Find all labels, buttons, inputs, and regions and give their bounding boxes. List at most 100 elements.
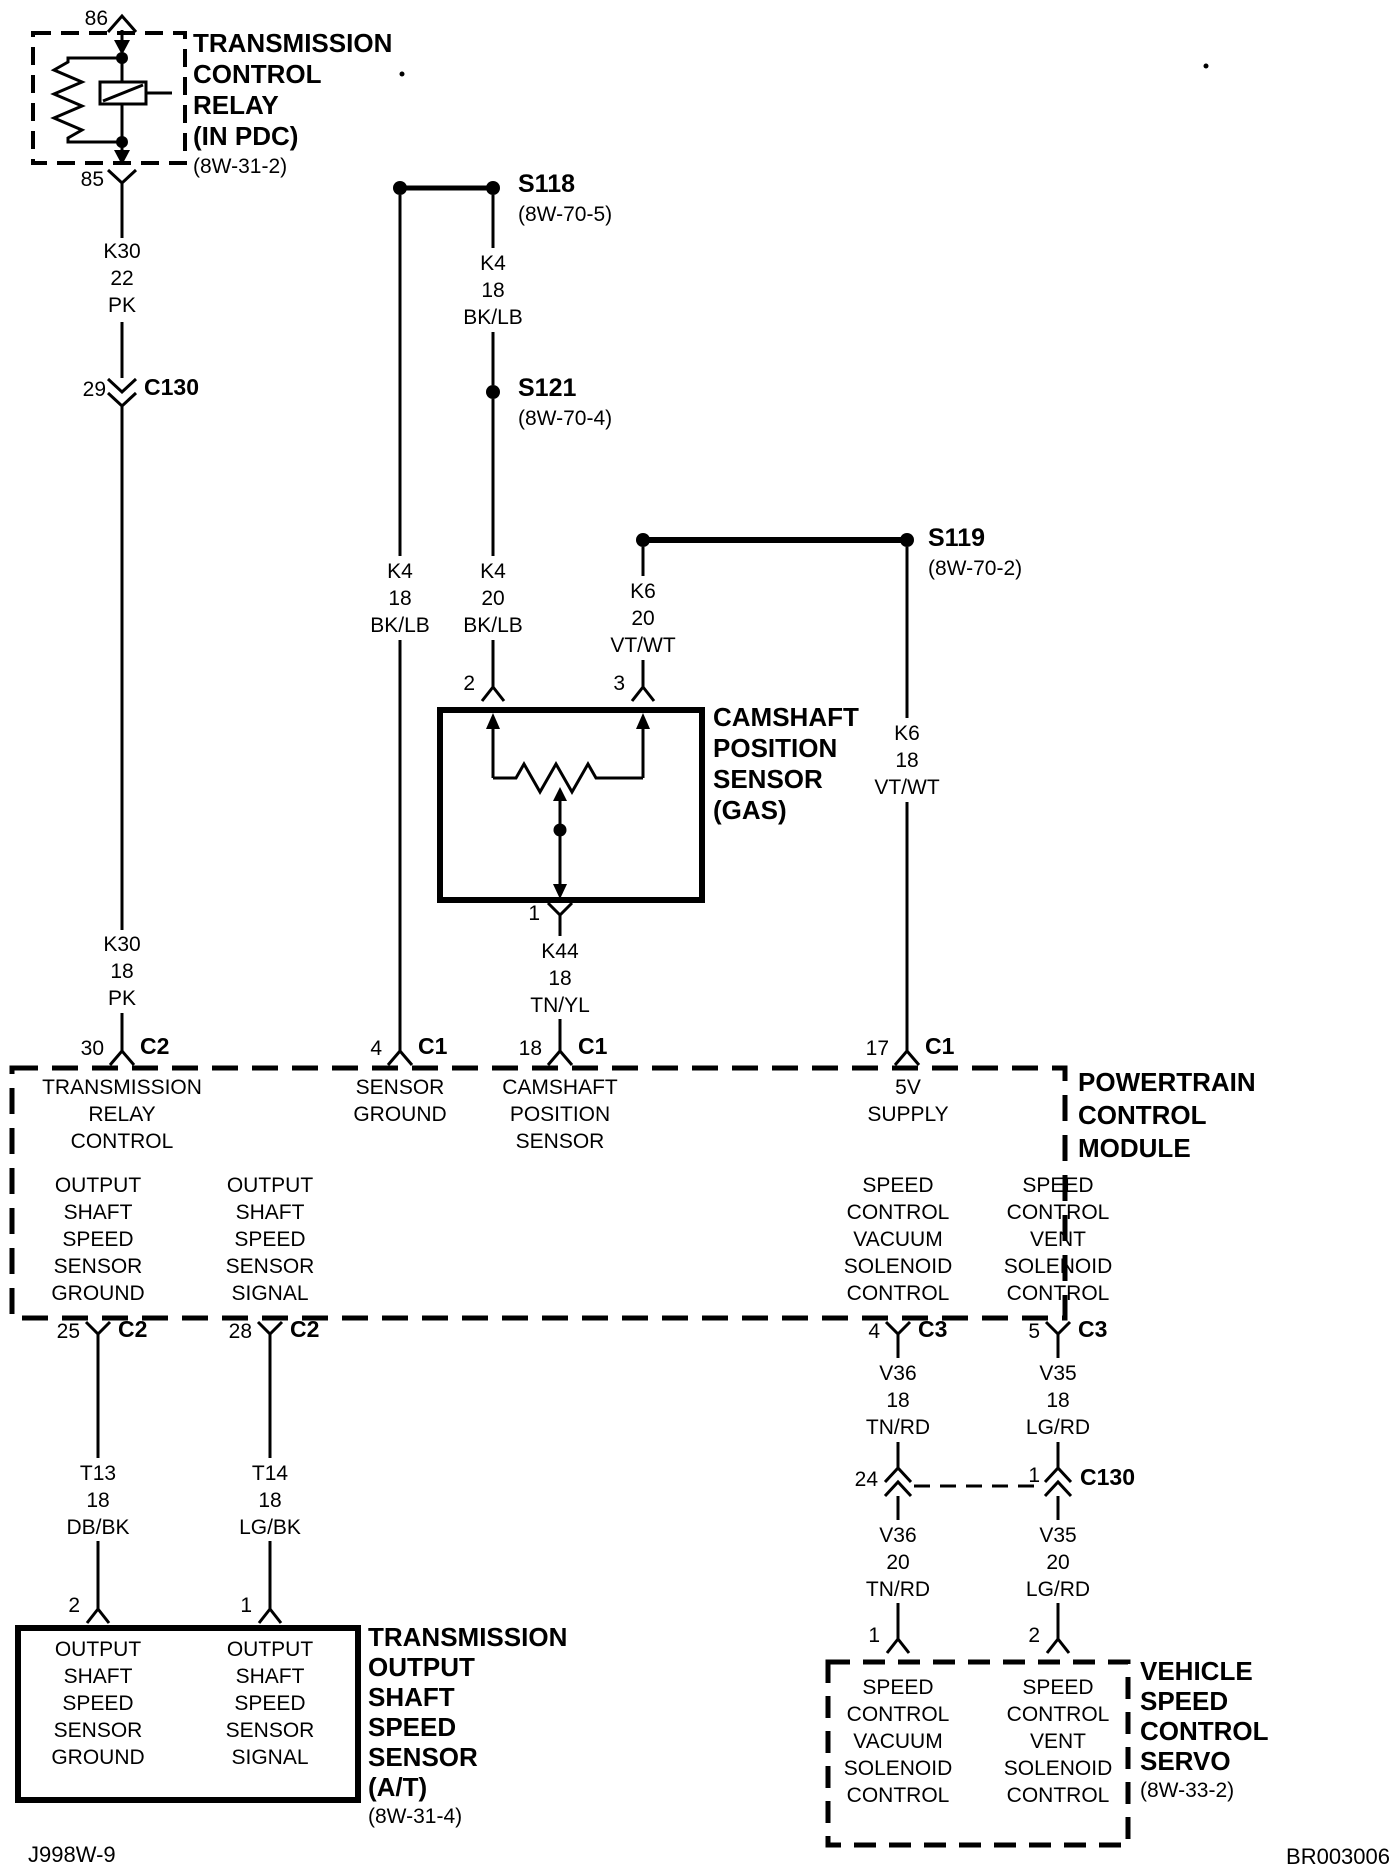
text-line: SENSOR	[225, 1719, 315, 1742]
wire-k30	[106, 198, 138, 1066]
scan-artifact-dot	[1203, 63, 1209, 69]
wire-gauge: 18	[481, 279, 505, 302]
pcm-func-camshaft-position-sensor: CAMSHAFT POSITION SENSOR	[502, 1074, 618, 1155]
c130-name: C130	[1080, 1464, 1135, 1490]
wire-gauge: 18	[110, 960, 134, 983]
c130-29-connector-icon	[106, 377, 138, 395]
wire-label-t14-18: T14 18 LG/BK	[239, 1460, 301, 1541]
text-line: SHAFT	[235, 1665, 305, 1688]
pcm-pin-4-c3: 4	[868, 1320, 880, 1343]
camshaft-sensor-box	[437, 707, 705, 903]
text-line: SERVO	[1140, 1746, 1231, 1776]
text-line: SHAFT	[63, 1201, 133, 1224]
circuit-id: V35	[1039, 1524, 1077, 1547]
text-line: GROUND	[51, 1282, 145, 1305]
relay-resistor-icon	[50, 56, 122, 144]
output-sensor-right-func: OUTPUT SHAFT SPEED SENSOR SIGNAL	[226, 1636, 315, 1771]
arrow-down-icon	[553, 884, 567, 899]
text-line: OUTPUT	[54, 1174, 142, 1197]
output-sensor-box	[15, 1625, 361, 1803]
splice-s119-ref: (8W-70-2)	[928, 557, 1023, 580]
pcm-pin-28: 28	[228, 1320, 252, 1343]
output-sensor-pin-1: 1	[240, 1594, 252, 1617]
servo-title: VEHICLE SPEED CONTROL SERVO	[1140, 1656, 1269, 1776]
pcm-pin-4-c3-conn: C3	[918, 1316, 948, 1342]
text-line: (A/T)	[368, 1772, 428, 1802]
pcm-bottom-right-wires	[883, 1320, 1073, 1654]
wire-color: PK	[107, 987, 136, 1010]
output-sensor-pin-2: 2	[68, 1594, 80, 1617]
servo-pin-1: 1	[868, 1624, 880, 1647]
text-line: CAMSHAFT	[502, 1076, 618, 1099]
relay-title: TRANSMISSION CONTROL RELAY (IN PDC)	[193, 28, 392, 152]
text-line: (GAS)	[713, 795, 787, 825]
text-line: SOLENOID	[843, 1255, 953, 1278]
wire-gauge: 20	[481, 587, 505, 610]
wire-color: TN/YL	[530, 994, 590, 1017]
text-line: VENT	[1029, 1730, 1086, 1753]
pcm-pin-4: 4	[370, 1037, 382, 1060]
pcm-pin-30: 30	[80, 1037, 104, 1060]
wire-gauge: 18	[86, 1489, 110, 1512]
servo-ref: (8W-33-2)	[1140, 1779, 1235, 1802]
splice-s121-ref: (8W-70-4)	[518, 407, 613, 430]
c130-24-connector-icon	[883, 1465, 913, 1484]
camshaft-sensor-internals	[480, 674, 656, 1066]
pin85-connector-icon	[106, 168, 138, 186]
text-line: SIGNAL	[231, 1746, 309, 1769]
pcm-pin-17: 17	[865, 1037, 889, 1060]
pcm-func-transmission-relay-control: TRANSMISSION RELAY CONTROL	[42, 1074, 202, 1155]
c130-29-name: C130	[144, 374, 199, 400]
pcm-pin-4-conn: C1	[418, 1033, 448, 1059]
sensor-resistor-icon	[493, 760, 643, 796]
text-line: TRANSMISSION	[193, 28, 393, 58]
circuit-id: T13	[79, 1462, 117, 1485]
wire-label-t13-18: T13 18 DB/BK	[66, 1460, 129, 1541]
text-line: SHAFT	[63, 1665, 133, 1688]
wire-sensor-ground	[386, 195, 414, 1066]
arrow-down-icon	[114, 40, 130, 55]
text-line: SUPPLY	[867, 1103, 949, 1126]
c130-1-connector-icon	[1043, 1465, 1073, 1484]
wire-color: VT/WT	[610, 634, 676, 657]
wire-gauge: 18	[388, 587, 412, 610]
text-line: SOLENOID	[1003, 1757, 1113, 1780]
pin4-c3-connector-icon	[884, 1320, 912, 1337]
text-line: CONTROL	[70, 1130, 174, 1153]
output-sensor-left-func: OUTPUT SHAFT SPEED SENSOR GROUND	[51, 1636, 144, 1771]
pcm-pin-25-conn: C2	[118, 1316, 148, 1342]
page-code-right: BR003006	[1286, 1844, 1390, 1869]
text-line: MODULE	[1078, 1133, 1191, 1163]
text-line: CONTROL	[1006, 1784, 1110, 1807]
text-line: SENSOR	[355, 1076, 445, 1099]
text-line: CONTROL	[846, 1282, 950, 1305]
text-line: SPEED	[62, 1692, 134, 1715]
text-line: POWERTRAIN	[1078, 1067, 1256, 1097]
circuit-id: K30	[103, 240, 141, 263]
camshaft-sensor-title: CAMSHAFT POSITION SENSOR (GAS)	[713, 702, 859, 826]
splice-dot	[636, 533, 650, 547]
pin5-c3-connector-icon	[1044, 1320, 1072, 1337]
circuit-id: K44	[541, 940, 579, 963]
camshaft-pin-3: 3	[613, 672, 625, 695]
pcm-dashed-box	[9, 1065, 1068, 1321]
splice-dot	[486, 385, 500, 399]
pcm-pin-5-c3-conn: C3	[1078, 1316, 1108, 1342]
wire-label-v35-18: V35 18 LG/RD	[1026, 1360, 1090, 1441]
text-line: OUTPUT	[226, 1638, 314, 1661]
text-line: SPEED	[234, 1692, 306, 1715]
output-sensor-ref: (8W-31-4)	[368, 1805, 463, 1828]
pcm-pin-30-conn: C2	[140, 1033, 170, 1059]
text-line: RELAY	[88, 1103, 156, 1126]
circuit-id: V36	[879, 1362, 917, 1385]
splice-s118	[393, 181, 500, 674]
wire-color: BK/LB	[370, 614, 430, 637]
text-line: SIGNAL	[231, 1282, 309, 1305]
arrow-up-icon	[636, 713, 650, 729]
pcm-pin-28-conn: C2	[290, 1316, 320, 1342]
wire-color: BK/LB	[463, 614, 523, 637]
wire-gauge: 22	[110, 267, 134, 290]
pin1-connector-icon	[546, 901, 574, 918]
pcm-pin-18-conn: C1	[578, 1033, 608, 1059]
